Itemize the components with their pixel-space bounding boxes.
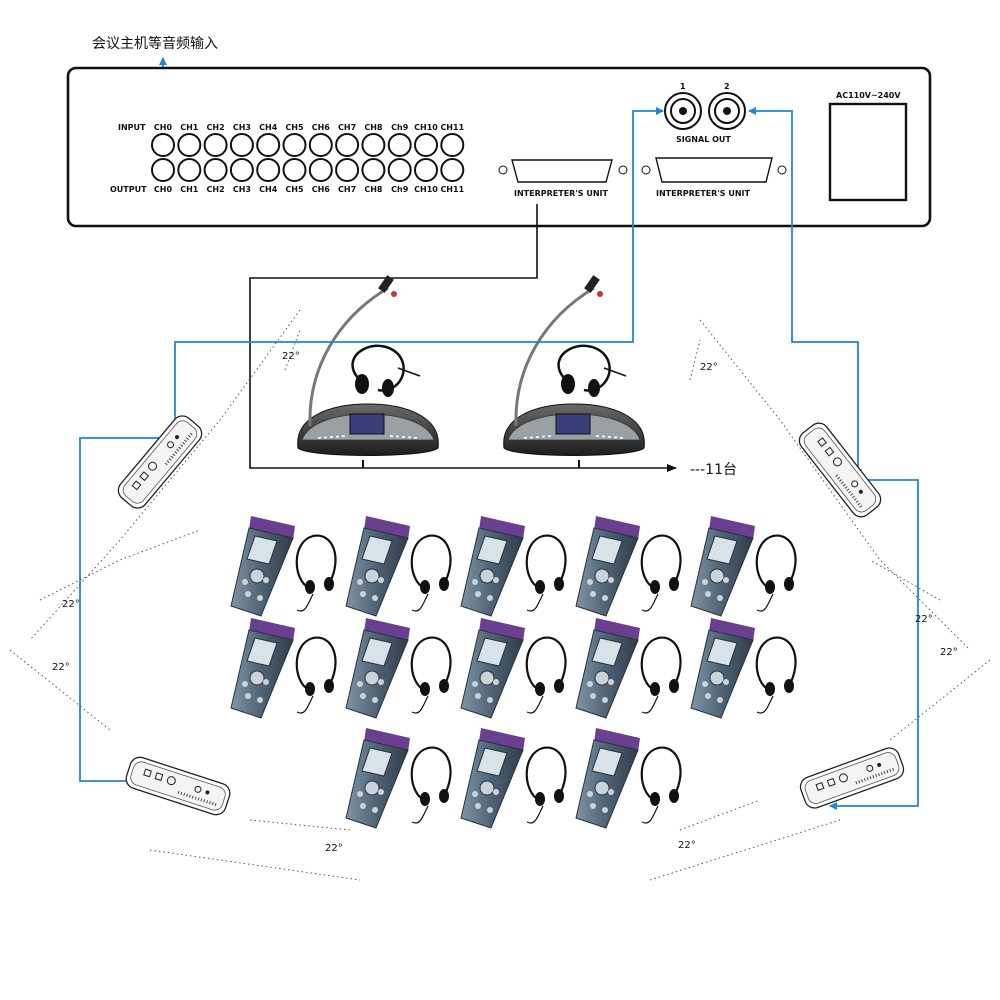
output-jack-ch11[interactable] bbox=[440, 158, 465, 182]
interpreter-unit-label-1: INTERPRETER'S UNIT bbox=[514, 189, 608, 198]
output-channel-label-0: CH0 bbox=[154, 185, 173, 194]
input-channel-label-0: CH0 bbox=[154, 123, 173, 132]
output-jack-ch5[interactable] bbox=[282, 158, 307, 182]
receiver-13 bbox=[574, 726, 682, 830]
receiver-3 bbox=[459, 514, 567, 618]
input-channel-label-1: CH1 bbox=[180, 123, 199, 132]
input-jack-ch10[interactable] bbox=[414, 133, 438, 157]
output-channel-label-6: CH6 bbox=[312, 185, 331, 194]
output-channel-label-9: Ch9 bbox=[391, 185, 409, 194]
input-channel-label-5: CH5 bbox=[285, 123, 304, 132]
output-jack-ch7[interactable] bbox=[335, 158, 360, 182]
receiver-10 bbox=[689, 616, 797, 720]
signal-out-port-2[interactable]: 2 bbox=[708, 82, 746, 130]
interpreter-console-1 bbox=[296, 273, 440, 457]
signal-out-2-wire-right bbox=[748, 107, 862, 477]
output-jack-ch4[interactable] bbox=[256, 158, 281, 182]
power-label: AC110V~240V bbox=[836, 91, 901, 100]
input-row-label: INPUT bbox=[118, 123, 146, 132]
signal-out-port-1-label: 1 bbox=[680, 82, 686, 91]
input-jack-ch1[interactable] bbox=[177, 133, 202, 157]
receiver-11 bbox=[344, 726, 452, 830]
input-channel-label-2: CH2 bbox=[207, 123, 225, 132]
output-channel-label-1: CH1 bbox=[180, 185, 199, 194]
angle-label-bottom-right: 22° bbox=[678, 840, 696, 851]
output-jack-ch6[interactable] bbox=[308, 158, 333, 182]
signal-out-port-2-label: 2 bbox=[724, 82, 730, 91]
input-jack-ch2[interactable] bbox=[203, 133, 228, 157]
output-channel-label-4: CH4 bbox=[259, 185, 278, 194]
receiver-12 bbox=[459, 726, 567, 830]
output-channel-label-3: CH3 bbox=[233, 185, 251, 194]
receiver-grid bbox=[229, 514, 797, 830]
input-channel-label-7: CH7 bbox=[338, 123, 356, 132]
signal-out-label: SIGNAL OUT bbox=[676, 135, 731, 144]
radiator-bottom-left bbox=[122, 753, 234, 819]
input-jack-ch9[interactable] bbox=[387, 133, 412, 157]
angle-label-mid-right-2: 22° bbox=[940, 647, 958, 658]
interpreter-console-2 bbox=[502, 273, 646, 457]
receiver-1 bbox=[229, 514, 337, 618]
output-jack-ch0[interactable] bbox=[151, 158, 175, 182]
output-jack-ch10[interactable] bbox=[414, 158, 438, 182]
receiver-2 bbox=[344, 514, 452, 618]
interpreter-unit-label-2: INTERPRETER'S UNIT bbox=[656, 189, 750, 198]
angle-label-mid-right-1: 22° bbox=[915, 614, 933, 625]
output-jack-ch3[interactable] bbox=[229, 158, 254, 182]
angle-label-top-right: 22° bbox=[700, 362, 718, 373]
input-jack-ch0[interactable] bbox=[151, 133, 175, 157]
radiator-bottom-right bbox=[796, 743, 908, 813]
output-channel-label-7: CH7 bbox=[338, 185, 356, 194]
output-row-label: OUTPUT bbox=[110, 185, 147, 194]
chain-count-label: ---11台 bbox=[690, 462, 737, 478]
input-channel-label-3: CH3 bbox=[233, 123, 251, 132]
angle-label-mid-left-2: 22° bbox=[52, 662, 70, 673]
output-jack-ch2[interactable] bbox=[203, 158, 228, 182]
output-channel-label-10: CH10 bbox=[414, 185, 438, 194]
audio-input-label: 会议主机等音频输入 bbox=[92, 35, 218, 52]
output-jack-ch8[interactable] bbox=[361, 158, 386, 182]
output-channel-label-8: CH8 bbox=[364, 185, 383, 194]
receiver-8 bbox=[459, 616, 567, 720]
radiator-top-left bbox=[112, 410, 208, 514]
coverage-lines bbox=[9, 309, 991, 881]
input-channel-label-10: CH10 bbox=[414, 123, 438, 132]
receiver-9 bbox=[574, 616, 682, 720]
signal-loop-left bbox=[79, 437, 163, 785]
input-channel-label-4: CH4 bbox=[259, 123, 278, 132]
output-jack-ch9[interactable] bbox=[387, 158, 412, 182]
input-jack-ch4[interactable] bbox=[256, 133, 281, 157]
receiver-7 bbox=[344, 616, 452, 720]
output-channel-label-2: CH2 bbox=[207, 185, 225, 194]
input-channel-label-6: CH6 bbox=[312, 123, 331, 132]
input-jack-ch3[interactable] bbox=[229, 133, 254, 157]
angle-label-bottom-left: 22° bbox=[325, 843, 343, 854]
input-jack-ch6[interactable] bbox=[308, 133, 333, 157]
input-jack-ch7[interactable] bbox=[335, 133, 360, 157]
receiver-6 bbox=[229, 616, 337, 720]
input-jack-ch11[interactable] bbox=[440, 133, 465, 157]
receiver-4 bbox=[574, 514, 682, 618]
signal-out-port-1[interactable]: 1 bbox=[664, 82, 702, 130]
input-channel-label-8: CH8 bbox=[364, 123, 383, 132]
angle-label-top-left: 22° bbox=[282, 351, 300, 362]
angle-label-mid-left-1: 22° bbox=[62, 599, 80, 610]
input-jack-ch8[interactable] bbox=[361, 133, 386, 157]
output-channel-label-5: CH5 bbox=[285, 185, 304, 194]
input-jack-ch5[interactable] bbox=[282, 133, 307, 157]
power-switch[interactable] bbox=[828, 102, 908, 202]
input-channel-label-11: CH11 bbox=[440, 123, 464, 132]
signal-loop-right bbox=[829, 479, 919, 810]
input-channel-label-9: Ch9 bbox=[391, 123, 409, 132]
receiver-5 bbox=[689, 514, 797, 618]
output-jack-ch1[interactable] bbox=[177, 158, 202, 182]
output-channel-label-11: CH11 bbox=[440, 185, 464, 194]
radiator-top-right bbox=[793, 417, 887, 523]
